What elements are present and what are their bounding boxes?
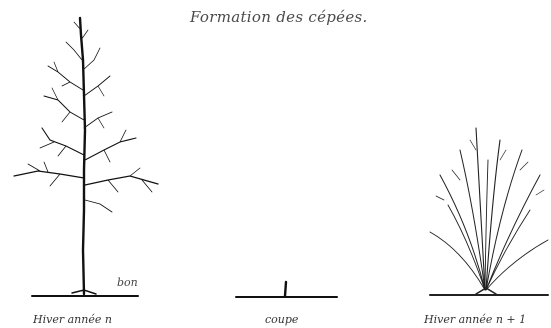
branch (43, 95, 85, 121)
branch (83, 75, 111, 97)
branch (65, 41, 83, 61)
branch (82, 47, 101, 71)
branch (47, 65, 84, 91)
stump (283, 280, 288, 298)
caption-left: Hiver année n (33, 313, 112, 326)
shoot (485, 209, 531, 291)
shoot (485, 149, 523, 291)
tree-winter-year-n (13, 16, 159, 297)
coppice-winter-year-n-plus-1 (429, 127, 549, 296)
branch (41, 127, 85, 156)
shoot (439, 174, 486, 291)
label-bon: bon (117, 276, 138, 289)
caption-middle: coupe (265, 313, 299, 326)
shoot (484, 159, 489, 291)
shoot (485, 239, 549, 291)
shoot (485, 174, 541, 291)
branch (83, 111, 113, 129)
figure-title: Formation des cépées. (190, 8, 368, 26)
shoot (429, 231, 486, 291)
shoot (447, 204, 486, 291)
branch (13, 170, 85, 179)
shoot (475, 127, 486, 291)
shoot (485, 139, 501, 291)
branch (84, 137, 137, 161)
branch (84, 199, 113, 213)
cut-stump (235, 280, 338, 298)
caption-right: Hiver année n + 1 (424, 313, 527, 326)
tree-trunk (78, 16, 87, 296)
shoot (459, 149, 486, 291)
branch (84, 175, 159, 186)
